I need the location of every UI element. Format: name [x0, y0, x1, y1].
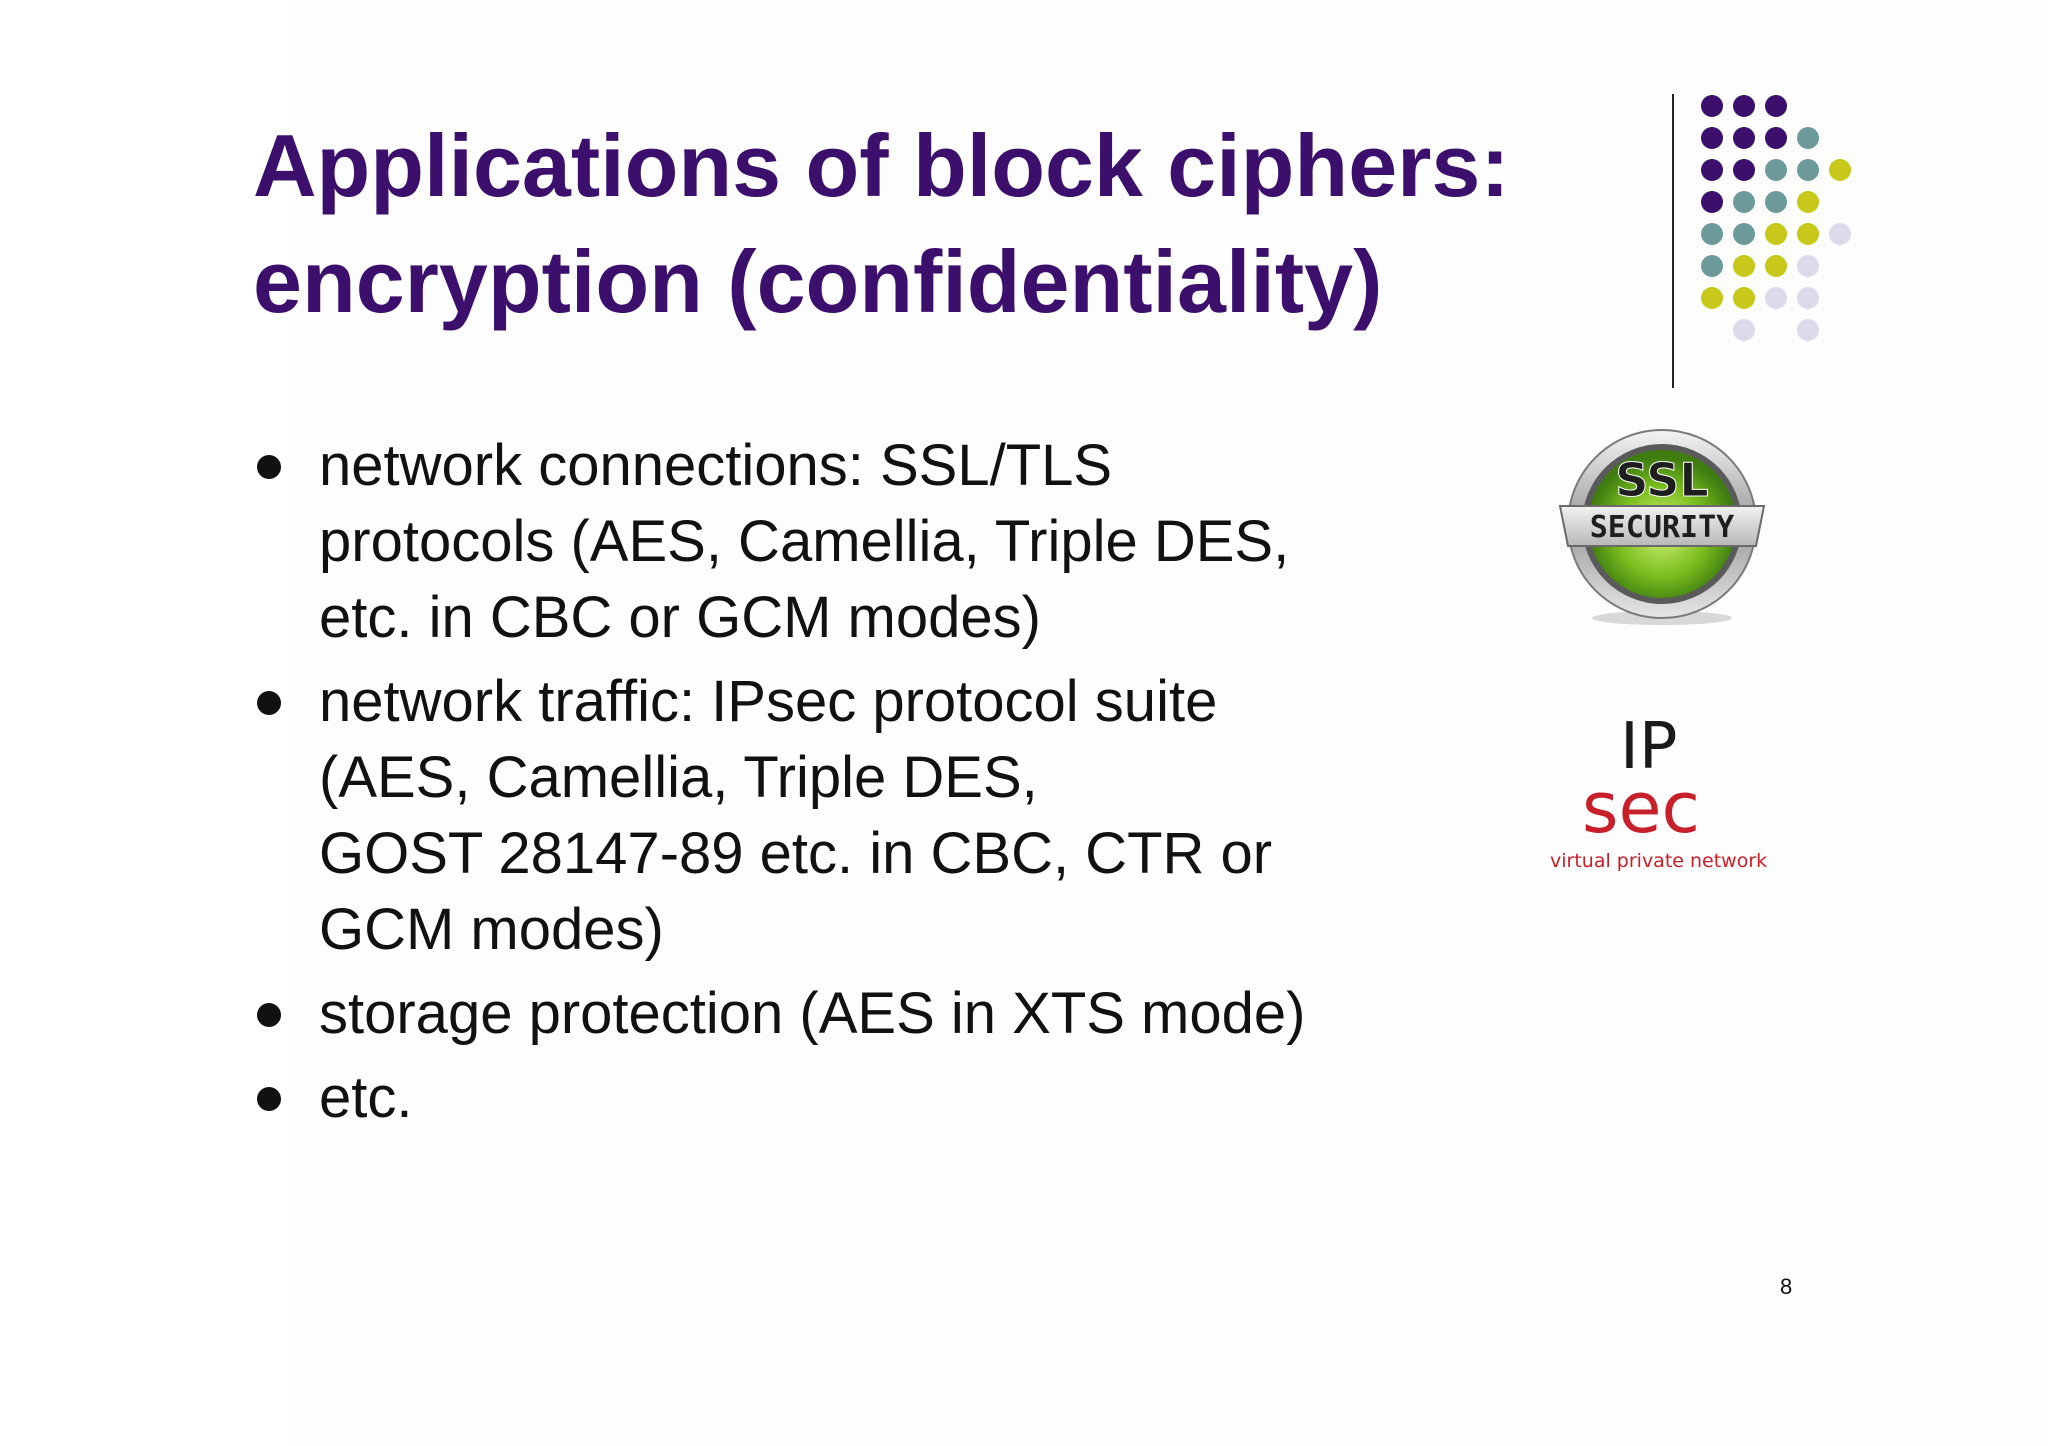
grid-dot	[1733, 223, 1755, 245]
grid-dot	[1733, 191, 1755, 213]
bullet-line: GOST 28147-89 etc. in CBC, CTR or	[319, 821, 1273, 886]
slide-background	[288, 0, 2048, 1447]
bullet-line: protocols (AES, Camellia, Triple DES,	[319, 509, 1290, 574]
grid-dot	[1733, 287, 1755, 309]
grid-dot	[1765, 159, 1787, 181]
ipsec-vpn-logo: IP sec virtual private network	[1540, 712, 1770, 882]
bullet-line: etc.	[319, 1065, 413, 1130]
grid-dot	[1797, 159, 1819, 181]
ssl-security-badge-icon: SSL SECURITY	[1558, 429, 1766, 625]
grid-dot	[1797, 255, 1819, 277]
slide-title-line-2: encryption (confidentiality)	[253, 232, 1383, 331]
bullet-list: network connections: SSL/TLS protocols (…	[253, 428, 1453, 1144]
bullet-marker	[257, 691, 281, 715]
slide-title-line-1: Applications of block ciphers:	[253, 116, 1510, 215]
grid-dot	[1701, 95, 1723, 117]
grid-dot	[1733, 319, 1755, 341]
grid-dot	[1797, 223, 1819, 245]
bullet-line: storage protection (AES in XTS mode)	[319, 981, 1306, 1046]
bullet-marker	[257, 1003, 281, 1027]
grid-dot	[1701, 255, 1723, 277]
bullet-item-ssl-tls: network connections: SSL/TLS protocols (…	[253, 428, 1453, 656]
grid-dot	[1797, 319, 1819, 341]
grid-dot	[1701, 287, 1723, 309]
ipsec-logo-ip: IP	[1620, 710, 1678, 784]
grid-dot	[1733, 159, 1755, 181]
grid-dot	[1829, 159, 1851, 181]
grid-dot	[1733, 255, 1755, 277]
grid-dot	[1765, 255, 1787, 277]
bullet-line: network connections: SSL/TLS	[319, 433, 1113, 498]
grid-dot	[1829, 223, 1851, 245]
grid-dot	[1701, 191, 1723, 213]
ipsec-logo-subtitle: virtual private network	[1550, 850, 1768, 872]
bullet-item-storage: storage protection (AES in XTS mode)	[253, 976, 1453, 1052]
bullet-line: network traffic: IPsec protocol suite	[319, 669, 1218, 734]
page-number: 8	[1780, 1274, 1793, 1299]
bullet-item-etc: etc.	[253, 1060, 1453, 1136]
ipsec-logo-sec: sec	[1582, 767, 1701, 849]
bullet-line: etc. in CBC or GCM modes)	[319, 585, 1041, 650]
grid-dot	[1701, 223, 1723, 245]
slide-title: Applications of block ciphers: encryptio…	[253, 108, 1653, 340]
grid-dot	[1765, 191, 1787, 213]
grid-dot	[1701, 127, 1723, 149]
bullet-line: (AES, Camellia, Triple DES,	[319, 745, 1038, 810]
grid-dot	[1733, 127, 1755, 149]
grid-dot	[1701, 159, 1723, 181]
decorative-dot-grid	[1701, 95, 1851, 341]
grid-dot	[1797, 127, 1819, 149]
bullet-item-ipsec: network traffic: IPsec protocol suite (A…	[253, 664, 1453, 968]
grid-dot	[1765, 95, 1787, 117]
bullet-marker	[257, 455, 281, 479]
badge-ssl-text: SSL	[1615, 453, 1709, 507]
bullet-marker	[257, 1087, 281, 1111]
badge-security-text: SECURITY	[1590, 510, 1735, 545]
grid-dot	[1797, 191, 1819, 213]
title-divider	[1672, 94, 1674, 388]
bullet-line: GCM modes)	[319, 897, 664, 962]
grid-dot	[1765, 127, 1787, 149]
grid-dot	[1797, 287, 1819, 309]
grid-dot	[1765, 287, 1787, 309]
grid-dot	[1765, 223, 1787, 245]
grid-dot	[1733, 95, 1755, 117]
badge-band	[1558, 505, 1766, 547]
